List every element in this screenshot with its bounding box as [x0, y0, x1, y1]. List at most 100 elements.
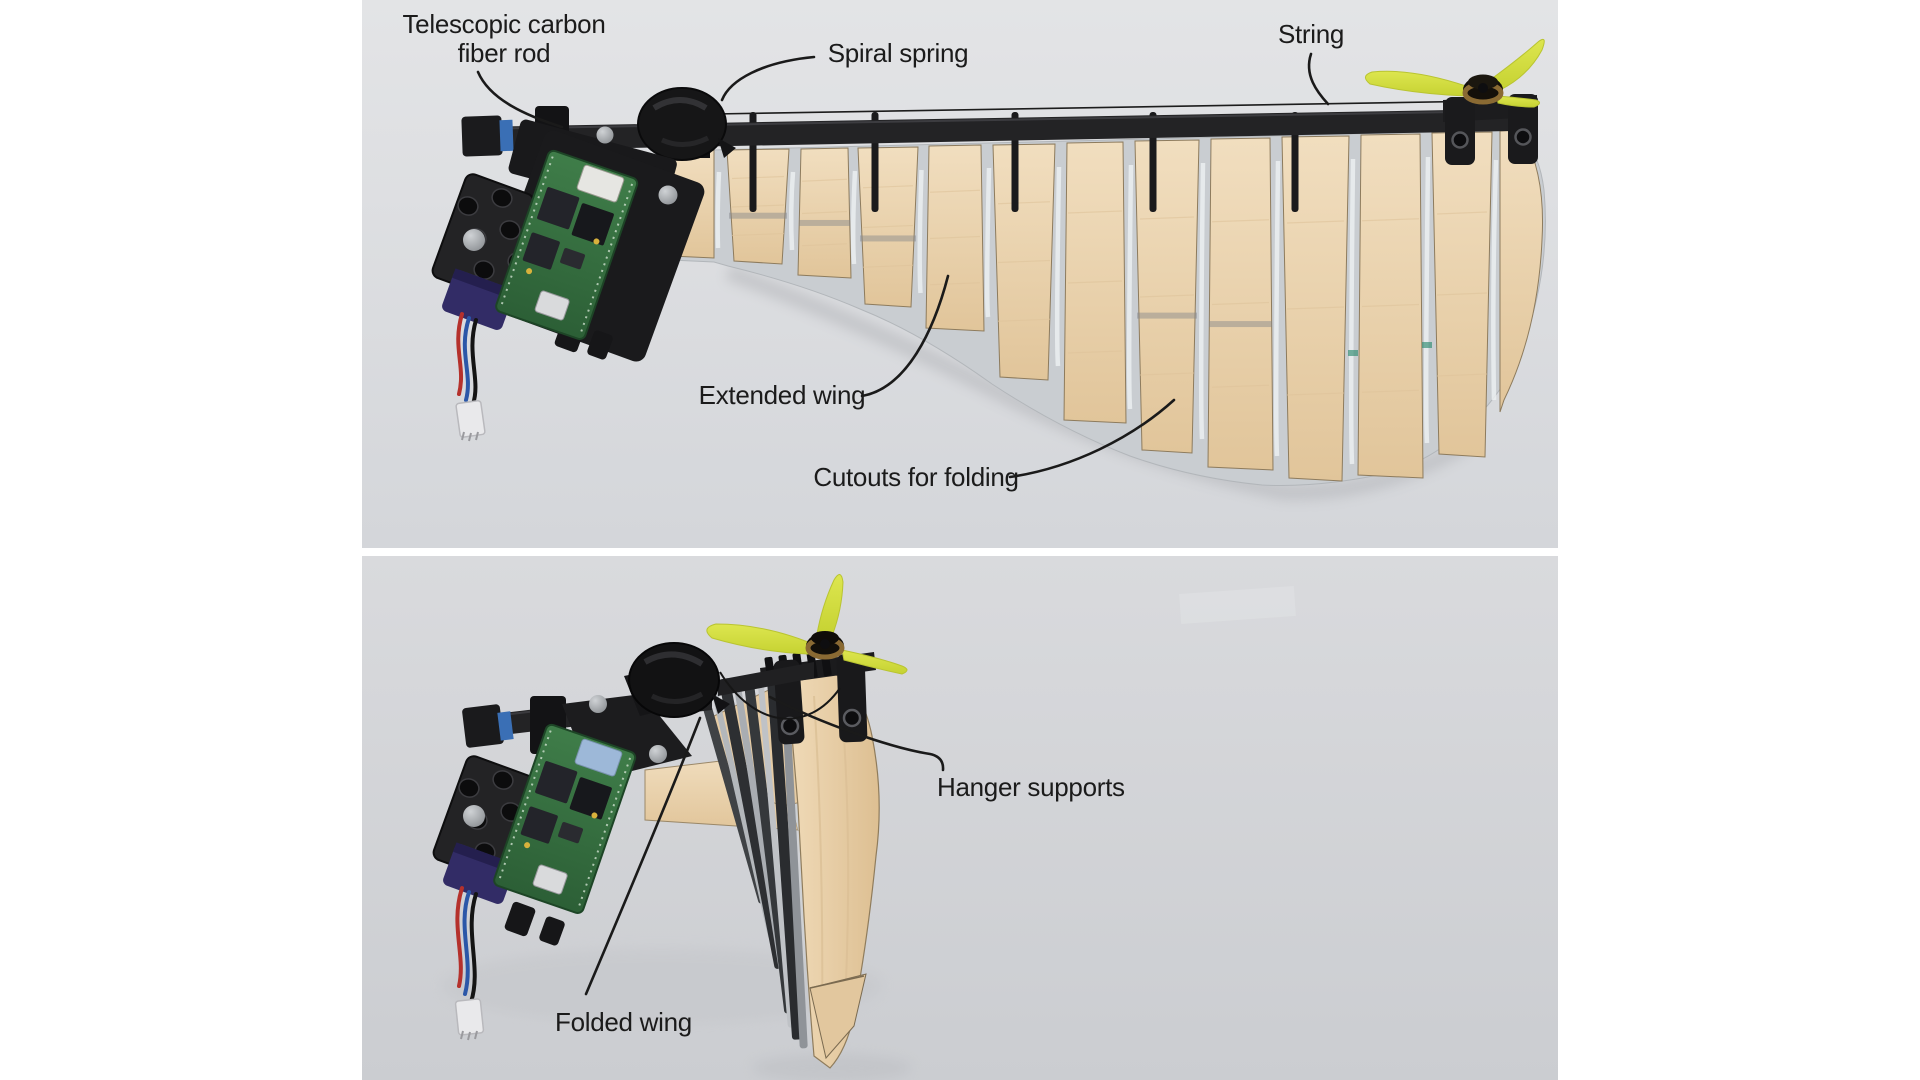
jst-connector — [455, 399, 486, 442]
crease-band — [1209, 321, 1272, 328]
spiral-spring — [637, 87, 736, 161]
propeller — [1365, 38, 1545, 108]
microsd-slot — [576, 164, 625, 203]
wood-grain — [997, 201, 1051, 205]
rod-end-cap — [461, 115, 503, 157]
marker-ball — [658, 185, 678, 205]
propeller-hub — [1478, 83, 1488, 93]
wood-grain — [1361, 303, 1420, 308]
carbon-fiber-rod — [474, 109, 1510, 151]
folded-wing-stack — [696, 670, 808, 1049]
marker-ball — [649, 745, 667, 763]
flight-controller-pcb — [493, 723, 637, 914]
extended-wing-svg: Telescopic carbon fiber rod Spiral sprin… — [362, 0, 1558, 548]
extended-wing-photo: Telescopic carbon fiber rod Spiral sprin… — [362, 0, 1558, 548]
flight-controller-pcb — [495, 149, 639, 340]
device-shadow — [442, 948, 882, 1024]
wood-grain — [1139, 294, 1195, 298]
label-extended-wing: Extended wing — [699, 380, 866, 410]
wood-grain — [997, 318, 1051, 322]
microsd-slot — [574, 738, 623, 777]
crease-band — [799, 219, 850, 226]
wood-grain — [801, 243, 848, 247]
wood-grain — [929, 189, 981, 193]
hinge-pin — [1291, 112, 1299, 212]
wing-shadow — [752, 1054, 912, 1080]
leader-hanger-supports — [768, 695, 945, 772]
wood-grain — [1436, 292, 1488, 296]
wood-grain — [1211, 301, 1270, 306]
leader-lines — [584, 695, 945, 996]
wood-grain — [801, 210, 848, 215]
wood-grain — [1139, 372, 1195, 376]
wood-grain — [801, 178, 848, 182]
hinge-gloss — [788, 171, 796, 251]
leader-lines — [476, 52, 1330, 479]
hinge-gloss — [1491, 159, 1499, 401]
folded-tip-flap — [809, 973, 867, 1060]
wood-grain — [1067, 280, 1123, 284]
leader-extended-wing — [860, 274, 950, 398]
motor-bracket — [1443, 94, 1538, 165]
leader-cutouts — [1008, 398, 1176, 479]
wood-grain — [1286, 306, 1345, 310]
string-line — [719, 671, 841, 720]
rod-extension — [718, 662, 814, 696]
rod-blue-band — [497, 711, 514, 741]
rod-blue-band — [499, 119, 514, 152]
wood-grain — [929, 282, 981, 286]
propeller-blade — [816, 574, 844, 637]
hinge-mark — [1422, 342, 1432, 348]
propeller-blade — [841, 649, 908, 675]
propeller-blade — [706, 623, 809, 655]
wood-grain — [862, 264, 914, 268]
wood-grain — [1436, 211, 1488, 215]
battery-wires — [456, 312, 478, 406]
rod-end-cap — [462, 704, 504, 748]
folded-wing-face — [791, 673, 880, 1069]
jst-connector — [454, 998, 485, 1041]
string-line — [713, 100, 1491, 115]
propeller-blade — [1365, 70, 1467, 97]
propeller-blade — [1496, 95, 1540, 108]
propeller — [706, 574, 908, 675]
chassis-foot — [504, 901, 536, 937]
wood-grain — [997, 259, 1051, 264]
hinge-mark — [1348, 350, 1358, 356]
battery-stripe — [452, 268, 516, 300]
crease-band — [729, 212, 787, 219]
chassis-foot — [539, 916, 565, 946]
label-folded-wing: Folded wing — [555, 1007, 692, 1037]
wood-grain — [1139, 216, 1195, 220]
hinge-gloss — [715, 171, 722, 249]
leader-folded-wing — [584, 716, 702, 996]
micro-usb-port — [532, 864, 568, 895]
wood-grain — [862, 224, 914, 229]
hinge-gloss — [984, 167, 992, 318]
label-telescopic-rod-line1: Telescopic carbon — [402, 9, 605, 39]
wood-grain — [1211, 384, 1270, 388]
hinge-gloss — [917, 169, 924, 294]
folded-slat-edge — [780, 670, 808, 1049]
propeller-hub — [820, 639, 830, 649]
wood-grain — [731, 204, 785, 208]
marker-ball — [463, 229, 485, 251]
spiral-spring — [628, 642, 730, 718]
wood-grain — [862, 185, 914, 189]
wood-grain — [1067, 350, 1123, 354]
folded-slat-edge — [766, 672, 803, 1040]
hinge-gloss-streaks — [715, 156, 1499, 465]
hinge-gloss — [1054, 166, 1062, 367]
hinge-gloss — [850, 170, 858, 265]
folded-wing-photo: Hanger supports Folded wing — [362, 556, 1558, 1080]
label-cutouts-for-folding: Cutouts for folding — [813, 462, 1018, 492]
wood-grain — [1361, 218, 1420, 222]
label-string: String — [1278, 19, 1344, 49]
battery-wires — [455, 886, 478, 1004]
label-spiral-spring: Spiral spring — [828, 38, 969, 68]
folded-slat-edge — [757, 673, 794, 1028]
folded-wing-svg: Hanger supports Folded wing — [362, 556, 1558, 1080]
wood-grain — [1286, 220, 1345, 224]
wood-grain — [731, 175, 785, 180]
